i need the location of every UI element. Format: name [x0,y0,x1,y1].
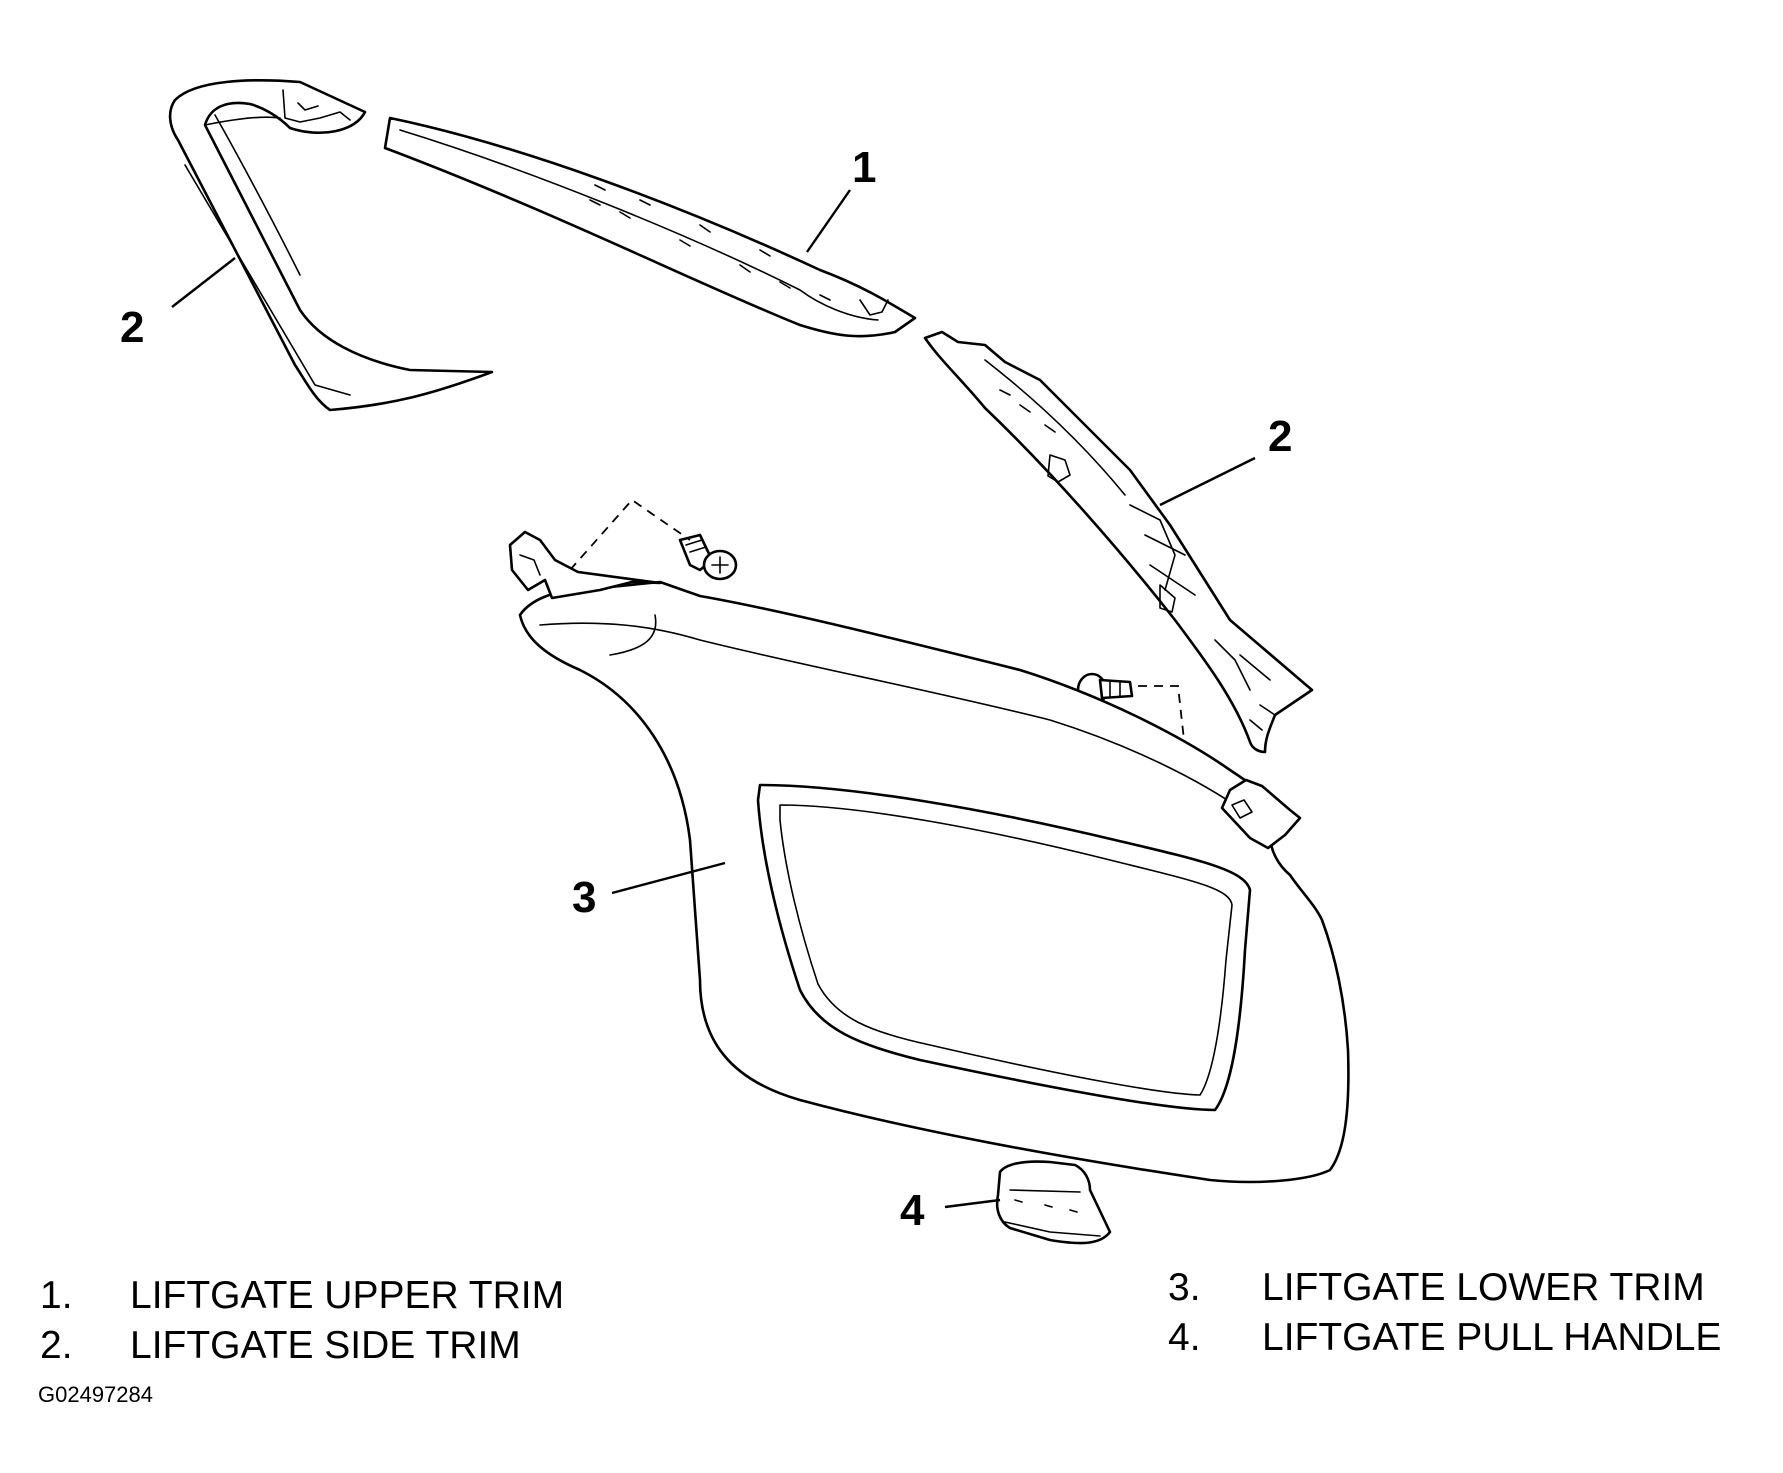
leader-line-2-left [171,257,236,308]
left-side-trim-part [168,79,494,412]
callout-2-right: 2 [1268,412,1292,461]
leader-line-4 [944,1198,1001,1209]
leader-line-2-right [1159,456,1256,507]
legend-label-4: LIFTGATE PULL HANDLE [1262,1316,1721,1359]
legend-number-2: 2. [40,1324,73,1367]
leader-line-1 [806,189,851,253]
callout-4: 4 [900,1186,925,1235]
lower-trim-part [508,530,1350,1184]
legend-number-4: 4. [1168,1316,1201,1359]
screw-upper [678,533,738,581]
fastener-path-upper [569,498,691,571]
legend-label-2: LIFTGATE SIDE TRIM [130,1324,521,1367]
callout-1: 1 [852,143,876,192]
callout-2-left: 2 [120,303,144,352]
legend-number-3: 3. [1168,1266,1201,1309]
leader-line-3 [611,861,726,895]
upper-trim-part [383,116,917,338]
figure-id: G02497284 [38,1382,153,1407]
fastener-path-lower [1138,685,1193,813]
legend-number-1: 1. [40,1274,73,1317]
right-side-trim-part [923,330,1314,754]
parts-legend: 1. LIFTGATE UPPER TRIM 2. LIFTGATE SIDE … [40,1266,1721,1367]
legend-label-1: LIFTGATE UPPER TRIM [130,1274,564,1317]
callout-3: 3 [572,873,596,922]
pull-handle-part [995,1160,1112,1245]
legend-label-3: LIFTGATE LOWER TRIM [1262,1266,1705,1309]
